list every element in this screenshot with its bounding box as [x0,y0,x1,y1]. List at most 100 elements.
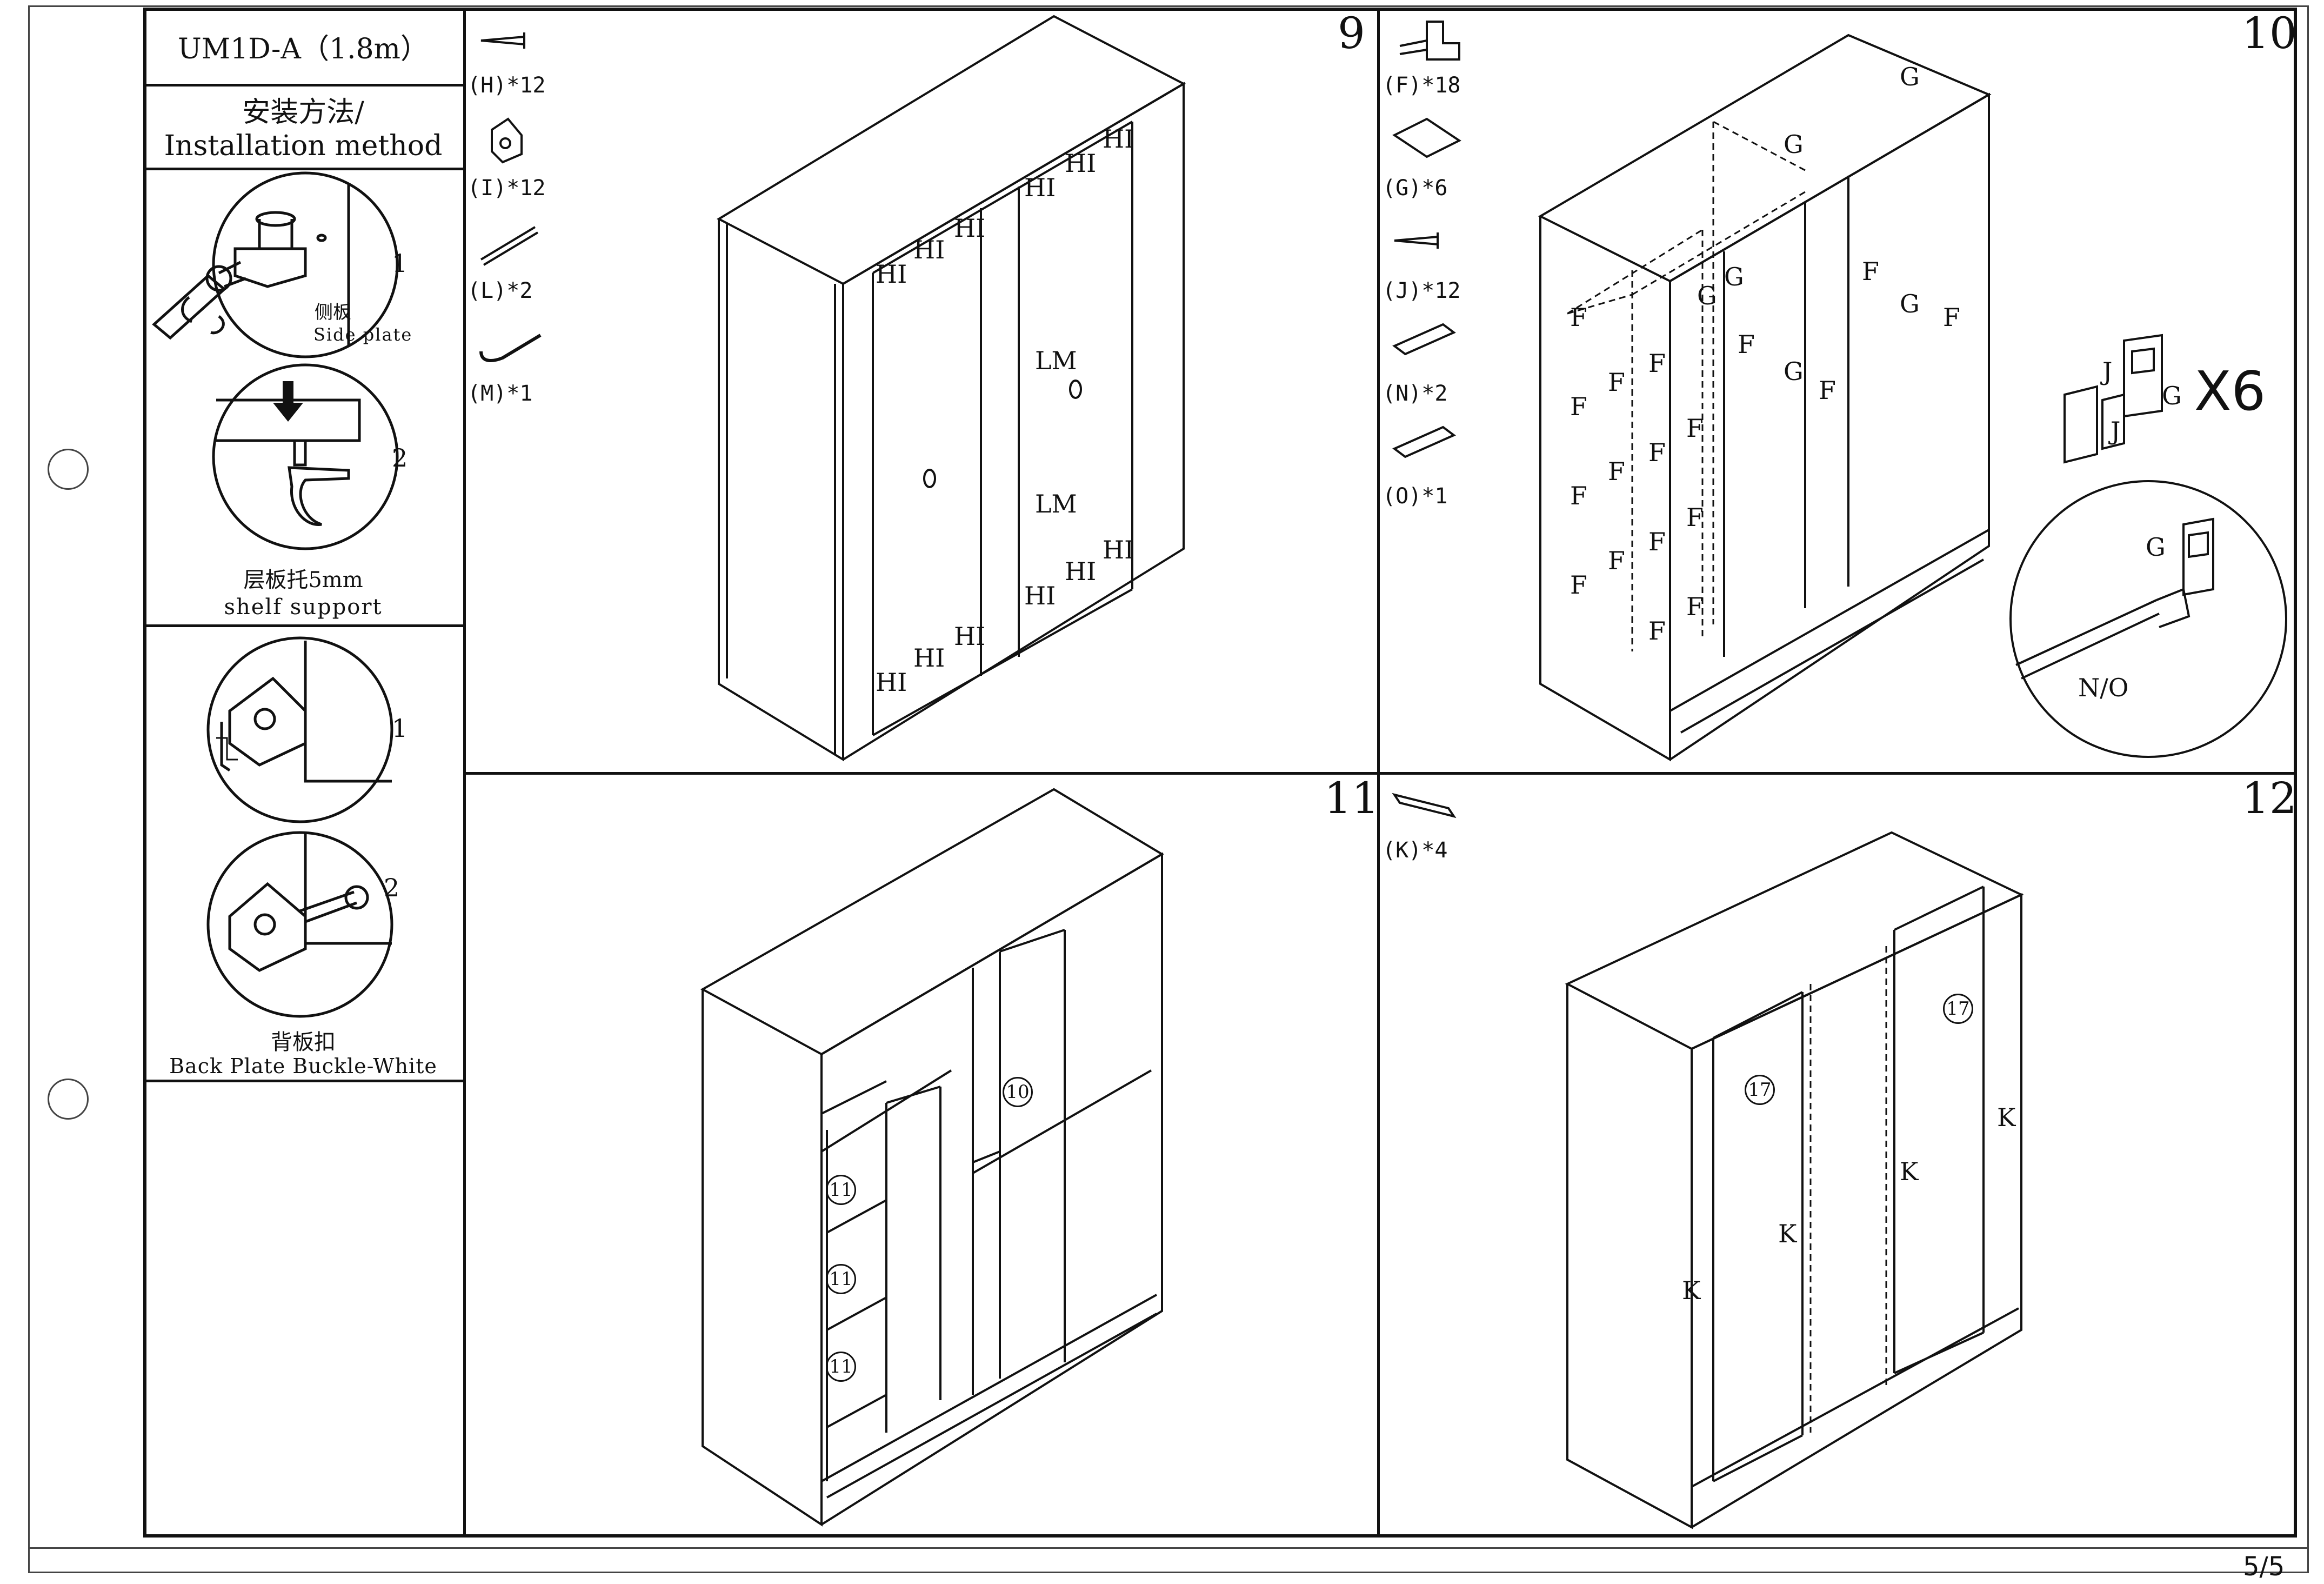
header-divider-2 [143,168,463,170]
part-o-count: (O)*1 [1383,484,1448,509]
page-number: 5/5 [2243,1552,2285,1582]
rail-n-icon [1392,323,1456,356]
g-label: G [1900,62,1920,91]
buckle-caption-en: Back Plate Buckle-White [169,1054,437,1078]
rail-clip-assembly-icon [2063,334,2163,464]
part-f-count: (F)*18 [1383,73,1461,98]
part-h-count: (H)*12 [468,73,546,98]
stopper-k-icon [1392,793,1457,818]
hi-label: HI [954,214,986,243]
hi-label: HI [954,622,986,651]
hi-label: HI [876,668,907,697]
cam-i-icon [491,117,523,164]
model-name: UM1D-A（1.8m） [178,33,429,65]
f-label: F [1648,349,1666,378]
f-label: F [1686,592,1704,621]
part-17-marker: 17 [1943,994,1973,1024]
detail1-step-1: 1 [392,249,408,278]
detail2-step-2: 2 [384,873,400,902]
screw-j-icon [1394,235,1439,246]
screw-h-icon [480,35,525,46]
f-label: F [1943,303,1960,332]
g-label: G [1900,289,1920,318]
f-label: F [1686,503,1704,532]
rail-o-icon [1392,425,1456,458]
step-11-wardrobe-drawing [700,788,1164,1527]
shelf-support-caption-en: shelf support [224,595,383,620]
step-9-parts-icons [479,32,542,362]
detail-circle-buckle [206,636,393,823]
step-12-number: 12 [2242,773,2297,823]
hi-label: HI [913,235,945,264]
f-label: F [1686,414,1704,443]
part-n-count: (N)*2 [1383,381,1448,406]
step-11-number: 11 [1324,773,1379,823]
step-9-number: 9 [1338,8,1365,58]
f-label: F [1738,330,1755,359]
shelf-support-detail-drawing [152,171,399,550]
detail-circle-screw [212,171,399,358]
step-12-wardrobe-drawing [1565,831,2024,1529]
buckle-caption-cn: 背板扣 [271,1030,336,1055]
part-11-marker: 11 [826,1352,856,1382]
arrow-down-icon [273,381,303,422]
quantity-x6-label: X6 [2194,360,2266,423]
detail-divider-2 [143,1080,463,1082]
step-10-parts-icons [1392,21,1461,458]
side-plate-label-en: Side plate [313,324,413,345]
header-divider-1 [143,84,463,86]
f-label: F [1608,546,1625,575]
k-label: K [1778,1219,1797,1248]
part-10-marker: 10 [1003,1077,1033,1107]
bolt-l-icon [480,226,539,266]
part-l-count: (L)*2 [468,278,533,303]
f-label: F [1608,457,1625,486]
j-label: J [2111,416,2121,445]
detail2-step-1: 1 [392,714,408,743]
method-title-cn: 安装方法/ [242,96,364,129]
hi-label: HI [1065,557,1097,586]
g-label: G [2162,381,2182,410]
quadrant-divider-horizontal [463,772,2297,775]
back-plate-buckle-drawing [206,636,393,1018]
part-j-count: (J)*12 [1383,278,1461,303]
hi-label: HI [1024,581,1056,610]
g-label: G [1784,357,1804,386]
g-label: G [1724,262,1744,291]
step-10-number: 10 [2242,8,2297,58]
k-label: K [1682,1276,1701,1305]
detail-circle-rail [2009,480,2287,758]
f-label: F [1570,303,1587,332]
f-label: F [1570,570,1587,600]
hi-label: HI [1065,149,1097,178]
step-9-wardrobe-drawing [716,15,1186,762]
hi-label: HI [913,643,945,673]
g-label: G [1784,130,1804,159]
f-label: F [1570,392,1587,421]
f-label: F [1648,438,1666,467]
lm-label: LM [1035,346,1077,375]
k-label: K [1900,1157,1919,1186]
f-label: F [1570,481,1587,510]
part-11-marker: 11 [826,1175,856,1205]
f-label: F [1819,376,1836,405]
detail1-step-2: 2 [392,443,408,472]
no-rail-label: N/O [2078,673,2129,702]
part-m-count: (M)*1 [468,381,533,406]
g-label: G [2146,533,2166,562]
rail-clip-g-icon [1392,117,1461,158]
method-title-en: Installation method [164,130,443,162]
part-17-marker: 17 [1745,1075,1775,1105]
step-12-parts-icons [1392,793,1457,818]
hi-label: HI [876,259,907,289]
shelf-pin-f-icon [1426,21,1460,61]
page-frame [28,5,2309,1573]
f-label: F [1648,527,1666,556]
f-label: F [1862,257,1879,286]
detail-divider-1 [143,624,463,627]
part-g-count: (G)*6 [1383,176,1448,201]
f-label: F [1608,368,1625,397]
binder-hole-top [48,449,89,490]
rail-clip-detail-drawing [2009,480,2287,758]
part-k-count: (K)*4 [1383,838,1448,863]
